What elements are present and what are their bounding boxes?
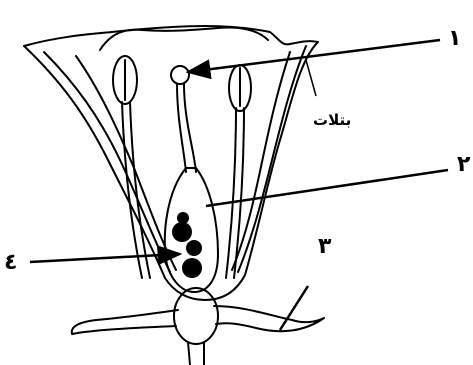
petal-inner-right (238, 46, 306, 272)
label-4: ٤ (4, 252, 17, 274)
ovule (172, 222, 192, 242)
stalk (188, 342, 204, 365)
label-3: ٣ (318, 236, 331, 258)
label-2: ٢ (457, 154, 470, 176)
ovule (182, 258, 202, 278)
label-petals: بتلات (313, 113, 351, 128)
pointer-1-stigma (188, 40, 440, 72)
sepal-right (214, 306, 324, 331)
petal-inner-left (44, 52, 170, 272)
stamen-right-filament (226, 108, 236, 278)
stigma (171, 66, 189, 84)
petal-back-top (100, 28, 268, 51)
pointer-3-sepal (280, 286, 308, 330)
pointer-petals (306, 60, 316, 96)
sepal-left (72, 310, 178, 334)
style-right (184, 84, 196, 172)
ovule (186, 240, 202, 256)
label-1: ١ (448, 28, 461, 50)
ovules (172, 212, 202, 278)
receptacle (174, 288, 218, 344)
